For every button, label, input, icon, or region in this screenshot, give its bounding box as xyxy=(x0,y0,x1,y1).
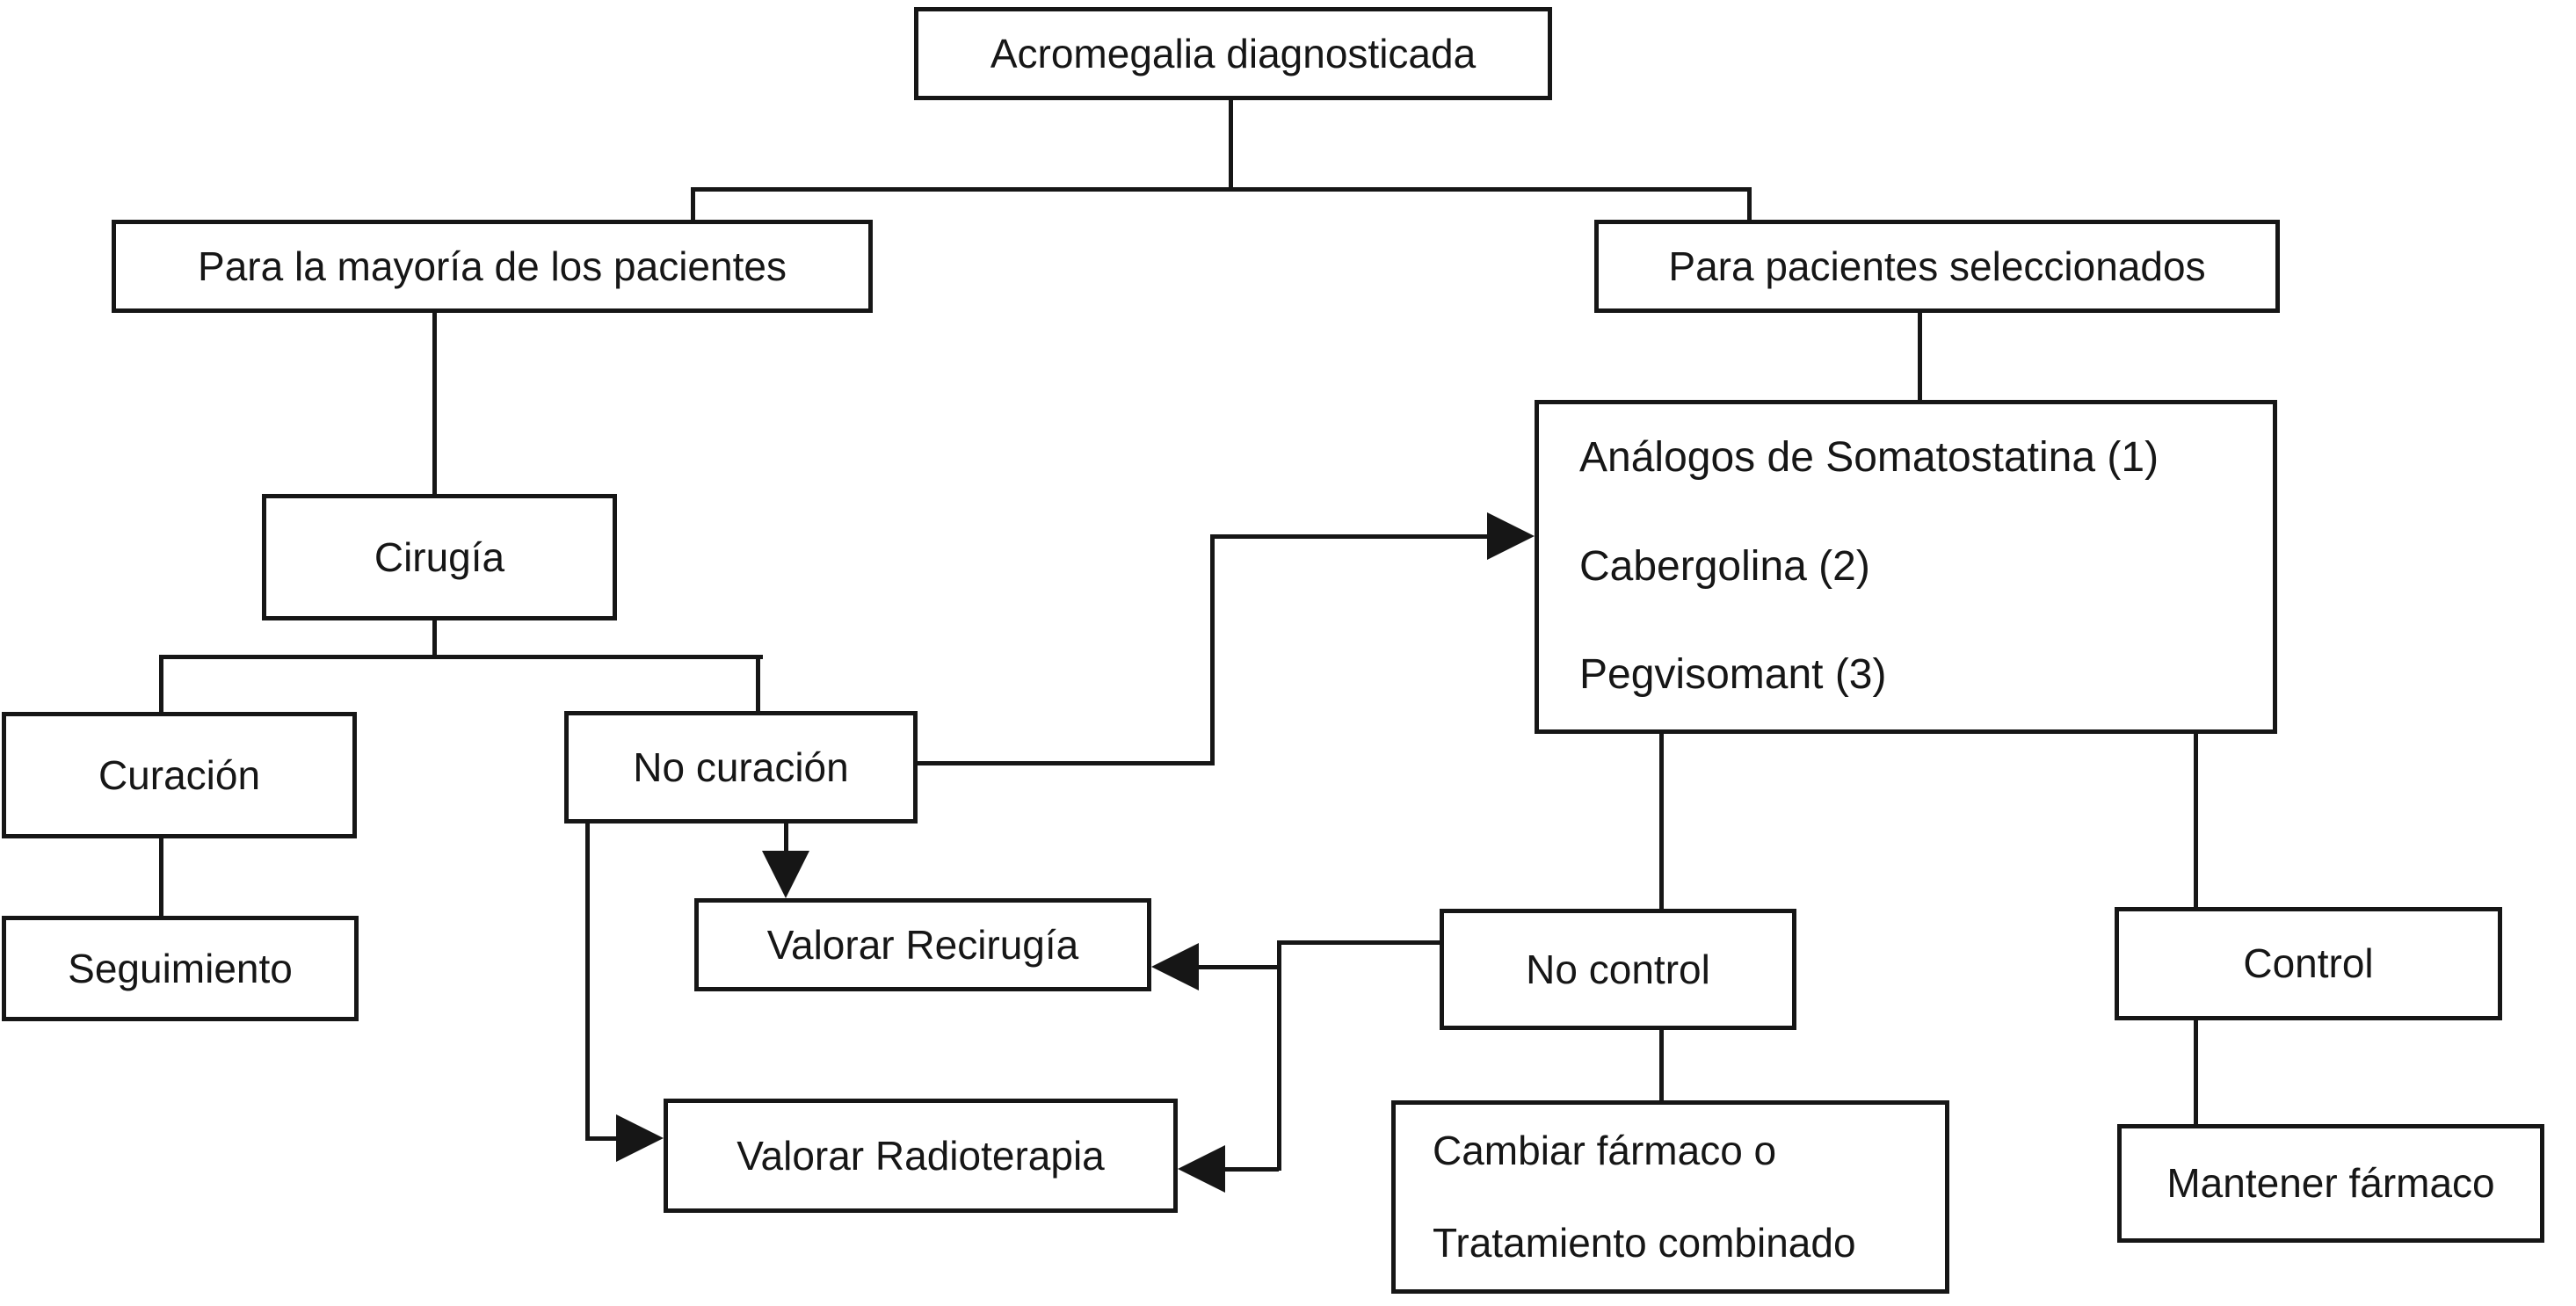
node-curacion: Curación xyxy=(2,712,357,838)
node-label: Valorar Radioterapia xyxy=(737,1132,1105,1179)
node-label: Control xyxy=(2243,940,2374,987)
node-para-la-mayoria: Para la mayoría de los pacientes xyxy=(112,220,873,313)
edge-no-curacion-radioterapia-h xyxy=(585,1136,620,1141)
edge-curacion-seguimiento xyxy=(159,837,163,918)
edge-split1-drop-mayoria xyxy=(691,187,695,222)
node-no-control: No control xyxy=(1440,909,1796,1030)
node-farmacos: Análogos de Somatostatina (1) Cabergolin… xyxy=(1535,400,2277,734)
node-label: Para pacientes seleccionados xyxy=(1668,243,2206,289)
edge-no-curacion-recirugia xyxy=(784,822,788,855)
edge-farmacos-control xyxy=(2194,732,2198,911)
node-label: Seguimiento xyxy=(68,945,293,991)
edge-no-curacion-radioterapia-v xyxy=(585,822,590,1141)
node-mantener-farmaco: Mantener fármaco xyxy=(2117,1124,2544,1243)
node-label-line: Pegvisomant (3) xyxy=(1579,650,1887,698)
arrowhead-into-recirugia-right xyxy=(1151,943,1199,990)
edge-split2-horizontal xyxy=(159,655,763,659)
edge-no-control-recirugia-h xyxy=(1195,965,1279,969)
edge-seleccionados-farmacos xyxy=(1918,311,1922,403)
arrowhead-into-radioterapia-right xyxy=(1178,1145,1225,1193)
edge-no-control-radioterapia-h xyxy=(1216,1167,1279,1172)
node-label: Para la mayoría de los pacientes xyxy=(198,243,787,289)
node-valorar-recirugia: Valorar Recirugía xyxy=(694,898,1151,991)
arrowhead-into-farmacos xyxy=(1487,512,1535,560)
node-label: Cirugía xyxy=(374,533,505,580)
arrowhead-into-radioterapia-left xyxy=(616,1114,664,1162)
edge-mayoria-cirugia xyxy=(432,311,437,497)
edge-control-mantener xyxy=(2194,1019,2198,1128)
node-label: Valorar Recirugía xyxy=(766,921,1079,968)
arrowhead-into-recirugia-top xyxy=(762,851,809,898)
edge-no-control-branch-v xyxy=(1277,940,1281,1171)
edge-no-control-cambiar xyxy=(1659,1028,1664,1104)
edge-no-control-branch-h xyxy=(1279,940,1440,945)
node-no-curacion: No curación xyxy=(564,711,918,824)
edge-farmacos-no-control xyxy=(1659,732,1664,912)
node-label: No control xyxy=(1526,946,1710,992)
edge-no-curacion-farmacos-h1 xyxy=(918,761,1215,765)
edge-no-curacion-farmacos-h2 xyxy=(1210,534,1489,539)
node-cambiar-farmaco: Cambiar fármaco o Tratamiento combinado xyxy=(1391,1100,1949,1294)
node-acromegalia-diagnosticada: Acromegalia diagnosticada xyxy=(914,7,1552,100)
node-label: Acromegalia diagnosticada xyxy=(990,30,1477,76)
node-para-pacientes-seleccionados: Para pacientes seleccionados xyxy=(1594,220,2280,313)
edge-split1-horizontal xyxy=(691,187,1752,192)
node-label: No curación xyxy=(633,744,849,790)
node-label: Curación xyxy=(98,751,261,798)
node-valorar-radioterapia: Valorar Radioterapia xyxy=(664,1099,1178,1213)
node-control: Control xyxy=(2115,907,2502,1020)
node-label: Mantener fármaco xyxy=(2166,1160,2495,1207)
node-cirugia: Cirugía xyxy=(262,494,617,620)
node-label-line: Tratamiento combinado xyxy=(1433,1220,1856,1266)
edge-split2-drop-no-curacion xyxy=(756,655,760,714)
edge-split2-drop-curacion xyxy=(159,655,163,715)
edge-no-curacion-farmacos-v xyxy=(1210,534,1215,765)
node-seguimiento: Seguimiento xyxy=(2,916,359,1021)
edge-acromegalia-stem xyxy=(1229,98,1233,191)
edge-cirugia-stem xyxy=(432,619,437,657)
edge-split1-drop-seleccionados xyxy=(1747,187,1752,222)
node-label-line: Cambiar fármaco o xyxy=(1433,1128,1777,1174)
node-label-line: Análogos de Somatostatina (1) xyxy=(1579,434,2159,482)
node-label-line: Cabergolina (2) xyxy=(1579,542,1870,590)
